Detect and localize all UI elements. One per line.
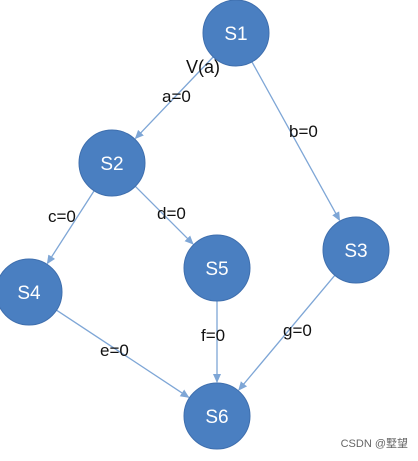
node-circle-s2: [78, 129, 146, 197]
annotation-va: V(a): [186, 57, 220, 77]
edge-s1-s2: [134, 56, 214, 140]
node-s3: S3: [322, 216, 390, 284]
edges-layer: a=0 b=0 c=0 d=0 e=0 f=0 g=0: [46, 56, 341, 398]
node-circle-s3: [322, 216, 390, 284]
node-circle-s1: [202, 0, 270, 67]
node-label-s2: S2: [100, 154, 123, 175]
node-circle-s6: [183, 382, 251, 450]
watermark: CSDN @墅望: [340, 438, 408, 450]
edge-s1-s3: [251, 61, 341, 222]
node-s5: S5: [183, 234, 251, 302]
edge-s4-s6: [56, 309, 190, 398]
node-label-s1: S1: [224, 24, 247, 45]
node-s1: S1: [202, 0, 270, 67]
edge-s3-s6: [238, 274, 336, 391]
node-s2: S2: [78, 129, 146, 197]
node-label-s3: S3: [344, 241, 367, 262]
edge-s2-s4: [46, 190, 95, 265]
node-circle-s5: [183, 234, 251, 302]
edge-label-s1-s3: b=0: [289, 122, 318, 141]
edge-label-s2-s5: d=0: [157, 204, 186, 223]
edge-label-s1-s2: a=0: [162, 87, 191, 106]
node-s6: S6: [183, 382, 251, 450]
edge-s2-s5: [134, 185, 194, 245]
edge-label-s5-s6: f=0: [201, 326, 225, 345]
edge-label-s2-s4: c=0: [48, 207, 76, 226]
edge-label-s4-s6: e=0: [100, 341, 129, 360]
node-label-s6: S6: [205, 407, 228, 428]
edge-label-s3-s6: g=0: [283, 321, 312, 340]
node-label-s4: S4: [17, 283, 41, 304]
node-circle-s4: [0, 258, 63, 326]
node-s4: S4: [0, 258, 63, 326]
node-label-s5: S5: [205, 259, 228, 280]
